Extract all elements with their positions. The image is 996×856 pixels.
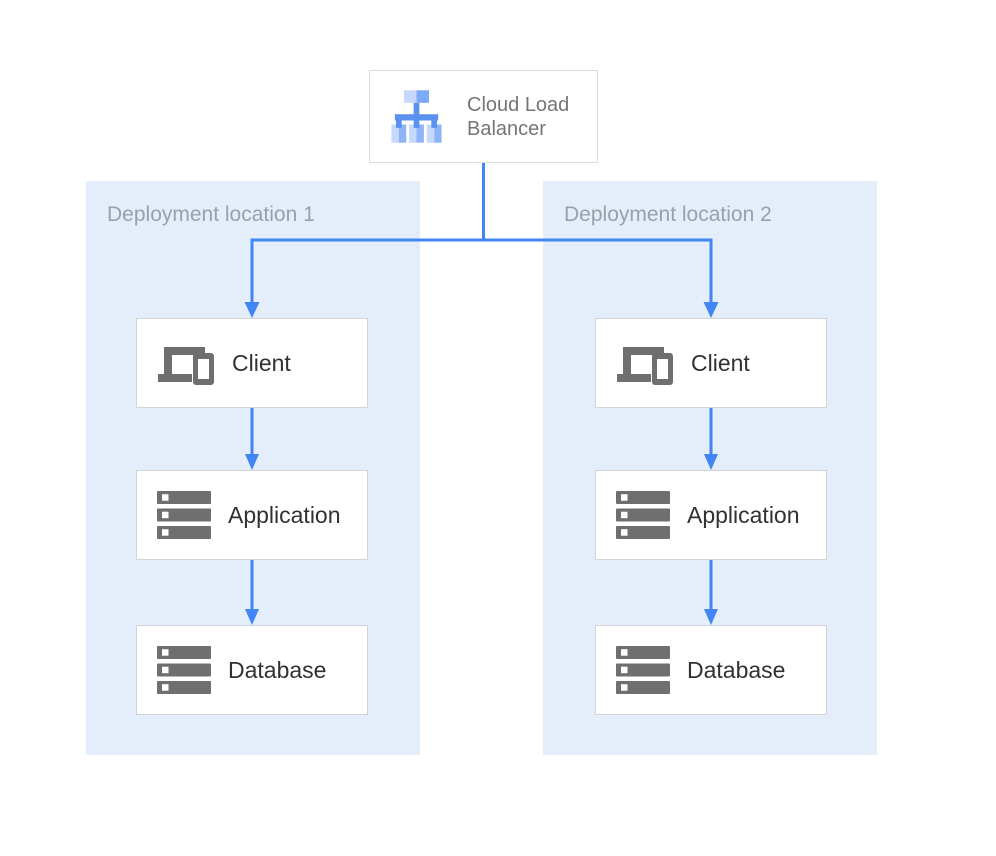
node-client-1: Client xyxy=(136,318,368,408)
node-label: Database xyxy=(228,656,327,683)
load-balancer-label: Cloud Load Balancer xyxy=(467,93,570,140)
server-stack-icon xyxy=(616,646,670,694)
server-stack-icon xyxy=(157,646,211,694)
node-label: Client xyxy=(691,349,750,376)
node-label: Application xyxy=(687,501,800,528)
node-database-2: Database xyxy=(595,625,827,715)
node-database-1: Database xyxy=(136,625,368,715)
server-stack-icon xyxy=(157,491,211,539)
cloud-load-balancer-node: Cloud Load Balancer xyxy=(369,70,598,163)
node-label: Application xyxy=(228,501,341,528)
region-label: Deployment location 1 xyxy=(107,203,315,226)
node-application-2: Application xyxy=(595,470,827,560)
node-label: Database xyxy=(687,656,786,683)
cloud-load-balancer-icon xyxy=(391,90,442,143)
node-label: Client xyxy=(232,349,291,376)
region-label: Deployment location 2 xyxy=(564,203,772,226)
client-devices-icon xyxy=(617,347,673,385)
node-application-1: Application xyxy=(136,470,368,560)
client-devices-icon xyxy=(158,347,214,385)
server-stack-icon xyxy=(616,491,670,539)
node-client-2: Client xyxy=(595,318,827,408)
